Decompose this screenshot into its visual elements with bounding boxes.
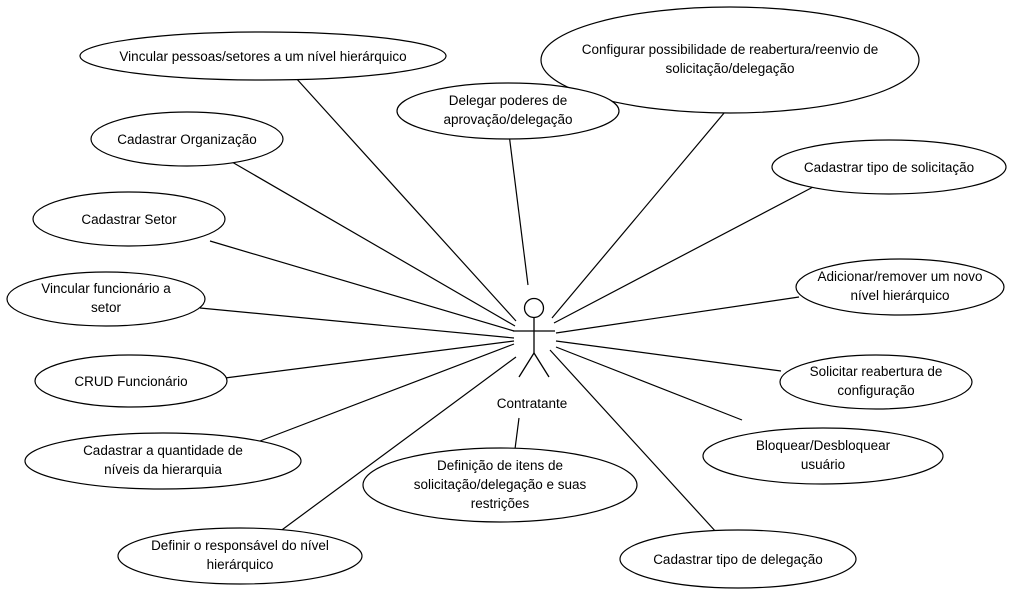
association-definicao-itens (514, 417, 520, 450)
use-case-vincular-funcionario[interactable]: Vincular funcionário a setor (6, 271, 206, 327)
use-case-crud-funcionario[interactable]: CRUD Funcionário (34, 354, 228, 408)
actor-figure[interactable] (513, 297, 555, 378)
association-cadastrar-tipo-solicitacao (553, 185, 816, 324)
use-case-cadastrar-quantidade-niveis[interactable]: Cadastrar a quantidade de níveis da hier… (24, 432, 302, 490)
use-case-label: Vincular pessoas/setores a um nível hier… (119, 49, 406, 64)
use-case-label: configuração (837, 383, 914, 398)
use-case-label: solicitação/delegação (665, 61, 794, 76)
use-case-ellipse (24, 432, 302, 490)
use-case-adicionar-nivel[interactable]: Adicionar/remover um novo nível hierárqu… (795, 258, 1005, 316)
use-case-label: restrições (471, 496, 530, 511)
use-case-delegar-poderes[interactable]: Delegar poderes de aprovação/delegação (396, 82, 620, 140)
actor-left-leg (518, 352, 535, 378)
association-delegar-poderes (508, 133, 529, 286)
association-definir-responsavel (274, 356, 517, 536)
use-case-ellipse (362, 447, 638, 523)
use-case-label: Cadastrar tipo de solicitação (804, 160, 974, 175)
use-case-ellipse (32, 191, 226, 247)
use-case-label: aprovação/delegação (443, 112, 572, 127)
association-vincular-funcionario (199, 307, 515, 339)
use-case-ellipse (6, 271, 206, 327)
use-case-bloquear-usuario[interactable]: Bloquear/Desbloquear usuário (702, 427, 944, 485)
use-case-definir-responsavel[interactable]: Definir o responsável do nível hierárqui… (117, 527, 363, 585)
use-case-label: Bloquear/Desbloquear (756, 438, 891, 453)
use-case-cadastrar-tipo-solicitacao[interactable]: Cadastrar tipo de solicitação (771, 139, 1007, 195)
use-case-label: níveis da hierarquia (104, 462, 222, 477)
use-case-label: Solicitar reabertura de (810, 364, 943, 379)
actor-head (523, 297, 545, 319)
use-case-label: Cadastrar Setor (81, 212, 177, 227)
association-configurar-reabertura (551, 99, 736, 319)
association-cadastrar-setor (209, 240, 515, 332)
use-case-label: Cadastrar Organização (117, 132, 257, 147)
use-case-label: setor (91, 300, 122, 315)
use-case-ellipse (619, 529, 857, 589)
use-case-ellipse (779, 354, 973, 410)
use-case-label: Adicionar/remover um novo (817, 269, 982, 284)
use-case-label: CRUD Funcionário (74, 374, 187, 389)
actor-right-leg (533, 352, 550, 378)
use-case-label: nível hierárquico (850, 288, 949, 303)
use-case-vincular-pessoas[interactable]: Vincular pessoas/setores a um nível hier… (79, 31, 447, 81)
use-case-ellipse (90, 111, 284, 167)
use-case-label: hierárquico (207, 557, 274, 572)
use-case-label: Cadastrar a quantidade de (83, 443, 243, 458)
use-case-ellipse (34, 354, 228, 408)
association-adicionar-nivel (555, 296, 800, 334)
association-crud-funcionario (224, 340, 515, 379)
use-case-label: Definição de itens de (437, 458, 563, 473)
use-case-cadastrar-organizacao[interactable]: Cadastrar Organização (90, 111, 284, 167)
use-case-ellipse (79, 31, 447, 81)
use-case-ellipse (396, 82, 620, 140)
use-case-ellipse (795, 258, 1005, 316)
use-case-ellipse (771, 139, 1007, 195)
use-case-label: Vincular funcionário a (41, 281, 171, 296)
association-cadastrar-quantidade-niveis (259, 343, 515, 442)
use-case-definicao-itens[interactable]: Definição de itens de solicitação/delega… (362, 447, 638, 523)
use-case-cadastrar-setor[interactable]: Cadastrar Setor (32, 191, 226, 247)
actor-name: Contratante (497, 396, 568, 411)
use-case-cadastrar-tipo-delegacao[interactable]: Cadastrar tipo de delegação (619, 529, 857, 589)
association-cadastrar-organizacao (231, 161, 516, 327)
association-solicitar-reabertura (555, 340, 782, 372)
association-bloquear-usuario (555, 346, 743, 421)
use-case-label: Delegar poderes de (449, 93, 568, 108)
association-vincular-pessoas (294, 76, 517, 322)
use-case-label: solicitação/delegação e suas (414, 477, 587, 492)
use-case-label: Definir o responsável do nível (151, 538, 329, 553)
use-case-label: Configurar possibilidade de reabertura/r… (582, 42, 878, 57)
use-case-solicitar-reabertura[interactable]: Solicitar reabertura de configuração (779, 354, 973, 410)
associations (199, 76, 816, 536)
use-case-ellipse (540, 6, 920, 114)
association-cadastrar-tipo-delegacao (549, 349, 718, 534)
use-case-configurar-reabertura[interactable]: Configurar possibilidade de reabertura/r… (540, 6, 920, 114)
use-case-ellipse (117, 527, 363, 585)
use-case-ellipse (702, 427, 944, 485)
use-case-label: usuário (801, 457, 845, 472)
use-case-label: Cadastrar tipo de delegação (653, 552, 823, 567)
